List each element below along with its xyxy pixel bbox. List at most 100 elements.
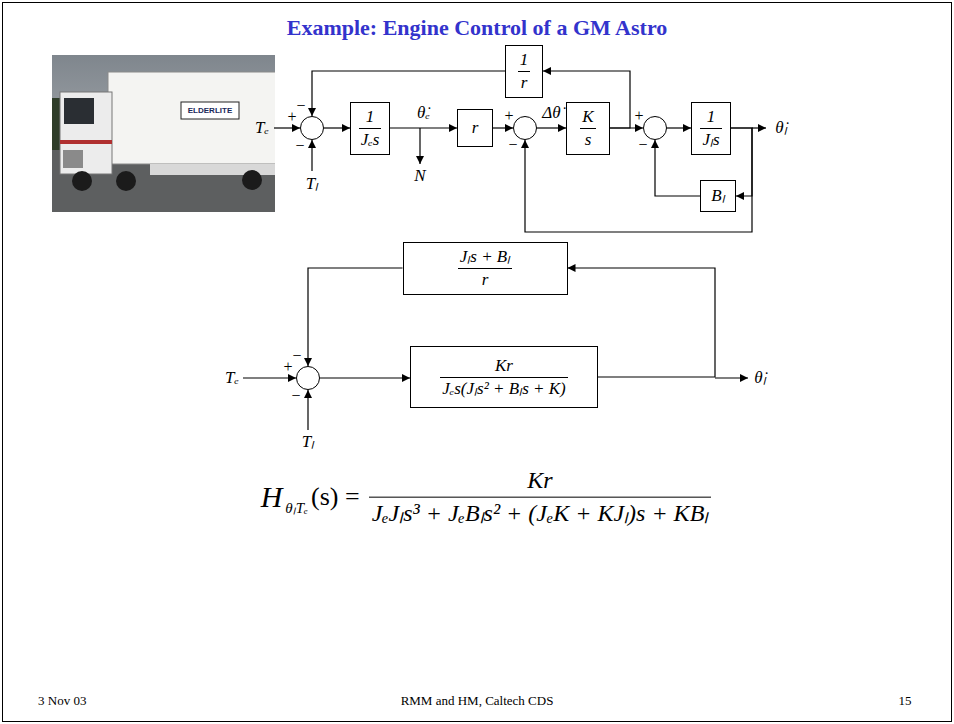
sign-symbol: + (634, 108, 643, 124)
formula-fraction: KrJₑJₗs³ + JₑBₗs² + (JₑK + KJₗ)s + KBₗ (369, 467, 712, 528)
slide-title: Example: Engine Control of a GM Astro (0, 15, 954, 41)
transfer-block: Bₗ (700, 180, 736, 212)
numerator: Kr (493, 356, 515, 376)
transfer-block: Ks (566, 102, 610, 155)
summing-junction: −+− (296, 366, 320, 390)
block-content: 1Jₑs (359, 107, 382, 149)
junction-circle (297, 367, 320, 390)
input-wire (274, 127, 300, 128)
signal-line (493, 127, 513, 128)
signal-line (525, 128, 752, 232)
cab-grille (63, 150, 83, 168)
denominator: Jₑs (359, 130, 382, 150)
block-content: 1r (518, 50, 531, 92)
block-content: Bₗ (709, 186, 726, 206)
cab-stripe (60, 140, 112, 144)
truck-cab (60, 92, 112, 174)
output-tap (419, 128, 420, 164)
footer-authors: RMM and HM, Caltech CDS (401, 694, 554, 708)
truck-trailer (108, 72, 275, 164)
fraction-bar (440, 377, 567, 378)
transfer-block: Jₗs + Bₗ r (403, 242, 568, 295)
sign-symbol: − (508, 137, 517, 153)
junction-circle (301, 117, 324, 140)
transfer-block: 1Jₑs (350, 102, 390, 155)
signal-name: Tₗ (306, 175, 318, 194)
logo-text: ELDERLITE (188, 107, 232, 116)
numerator: Jₗs + Bₗ (458, 247, 513, 267)
sign-symbol: + (283, 359, 292, 375)
sign-symbol: − (291, 388, 300, 404)
input-wire (243, 377, 296, 378)
block-content: 1Jₗs (700, 107, 721, 149)
denominator: s (583, 130, 594, 150)
signal-name: N (414, 167, 425, 186)
page-number: 15 (899, 694, 912, 708)
sign-symbol: − (292, 348, 301, 364)
transfer-block: KrJₑs(Jₗs² + Bₗs + K) (410, 346, 598, 408)
summing-junction: −+− (300, 116, 324, 140)
denominator: r (480, 270, 491, 290)
truck-photo (52, 55, 275, 212)
sign-symbol: − (296, 98, 305, 114)
formula-text: (s) = (311, 482, 360, 512)
truck-wheel (242, 170, 262, 190)
signal-line (537, 127, 566, 128)
junction-outline (300, 116, 324, 140)
junction-outline (296, 366, 320, 390)
signal-name: θ̇ₗ (775, 119, 786, 138)
signal-line (390, 127, 457, 128)
signal-line (667, 127, 691, 128)
summing-junction: +− (643, 116, 667, 140)
signal-name: Δθ̇ (541, 104, 561, 123)
slide-frame (3, 3, 952, 722)
numerator: 1 (364, 107, 377, 127)
block-content: r (470, 118, 481, 138)
input-wire (307, 390, 308, 430)
io-wires (243, 128, 766, 430)
denominator: Jₗs (700, 130, 721, 150)
fraction-bar (700, 128, 721, 129)
denominator: Jₑs(Jₗs² + Bₗs + K) (440, 379, 567, 399)
signal-name: Tₗ (302, 433, 314, 452)
fraction-bar (369, 496, 712, 498)
output-wire (715, 377, 748, 378)
transfer-block: 1r (505, 45, 543, 98)
block-content: Jₗs + Bₗ r (458, 247, 513, 289)
transfer-block: r (457, 109, 493, 147)
signal-name: Tₑ (255, 119, 269, 138)
fraction-bar (580, 128, 595, 129)
truck-wheel (72, 171, 92, 191)
transfer-function: HθₗTₑ(s) = KrJₑJₗs³ + JₑBₗs² + (JₑK + KJₗ… (0, 467, 954, 528)
truck-wheel (116, 171, 136, 191)
signal-line (320, 377, 410, 378)
fraction-bar (458, 268, 513, 269)
input-wire (311, 140, 312, 171)
output-wire (752, 127, 766, 128)
cab-windshield (64, 98, 94, 124)
footer-date: 3 Nov 03 (38, 694, 86, 708)
sign-symbol: − (638, 137, 647, 153)
numerator: K (580, 107, 595, 127)
sign-symbol: − (295, 138, 304, 154)
formula-denominator: JₑJₗs³ + JₑBₗs² + (JₑK + KJₗ)s + KBₗ (369, 500, 712, 528)
block-content: KrJₑs(Jₗs² + Bₗs + K) (440, 356, 567, 398)
fraction-bar (518, 71, 531, 72)
formula-numerator: Kr (524, 467, 555, 495)
signal-name: θ̇ₗ (754, 369, 765, 388)
denominator: r (519, 73, 530, 93)
block-content: Ks (580, 107, 595, 149)
signal-name: θ̇ₑ (416, 104, 431, 123)
numerator: 1 (518, 50, 531, 70)
signal-line (324, 127, 350, 128)
trailer-logo (181, 102, 239, 119)
signal-name: Tₑ (225, 369, 239, 388)
formula-symbol: H (261, 480, 283, 514)
fraction-bar (359, 128, 382, 129)
block-text: r (470, 118, 481, 138)
sign-symbol: + (287, 109, 296, 125)
signal-line (308, 268, 403, 366)
formula-subscript: θₗTₑ (285, 497, 308, 517)
summing-junction: +− (513, 116, 537, 140)
